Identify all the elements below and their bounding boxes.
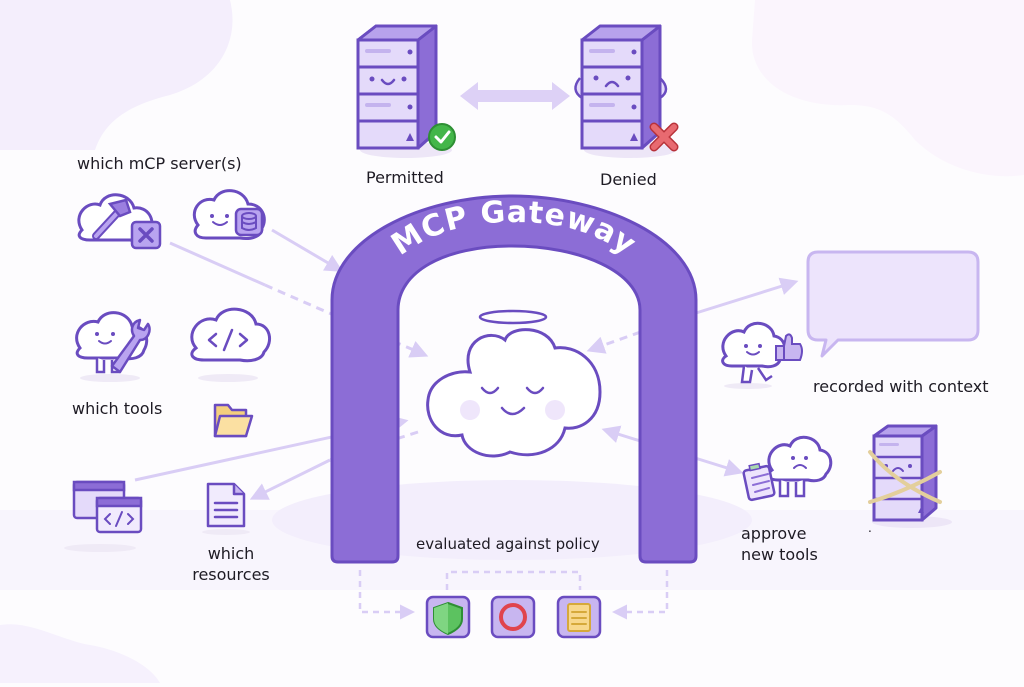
shield-icon [425, 595, 471, 639]
x-mark-icon [649, 122, 679, 152]
label-permitted: Permitted [366, 168, 444, 187]
label-which-resources: which resources [186, 543, 276, 585]
database-cloud-icon [192, 189, 266, 240]
label-approve-line-1: approve [741, 524, 807, 543]
folder-icon [213, 403, 254, 438]
code-windows-icon [64, 480, 143, 552]
arrow-db-to-gateway [271, 228, 344, 272]
label-approve-line-2: new tools [741, 545, 818, 564]
server-denied [574, 24, 676, 158]
tied-server-icon [868, 424, 952, 528]
label-which-tools: which tools [72, 399, 163, 418]
policy-connectors [358, 570, 669, 620]
arrow-to-speech-bubble [679, 277, 799, 320]
label-recorded-with-context: recorded with context [813, 377, 989, 396]
background-blob-top-left [0, 0, 233, 150]
document-icon [202, 482, 250, 535]
background-blob-top-right [751, 0, 1024, 177]
label-which-servers: which mCP server(s) [77, 154, 242, 173]
clipboard-cloud-icon [742, 435, 833, 502]
arrow-hammer-to-mascot [169, 241, 266, 287]
wrench-cloud-icon [75, 311, 151, 382]
hammer-cloud-icon [77, 193, 162, 250]
thumbs-up-cloud-icon [721, 321, 803, 389]
label-evaluated-against-policy: evaluated against policy [416, 535, 600, 553]
label-which-resources-line-2: resources [192, 565, 270, 584]
label-denied: Denied [600, 170, 657, 189]
label-approve-new-tools: approve new tools [741, 523, 818, 565]
label-which-resources-line-1: which [207, 544, 255, 563]
ring-icon [490, 595, 536, 639]
background-blob-bottom-left [0, 624, 160, 683]
notepad-icon [556, 595, 602, 639]
tied-server-caption: . [868, 521, 872, 535]
speech-bubble [806, 250, 980, 358]
check-circle-icon [428, 123, 456, 151]
angel-cloud-mascot [426, 309, 602, 458]
code-cloud-icon [190, 307, 272, 382]
double-arrow [460, 82, 570, 110]
